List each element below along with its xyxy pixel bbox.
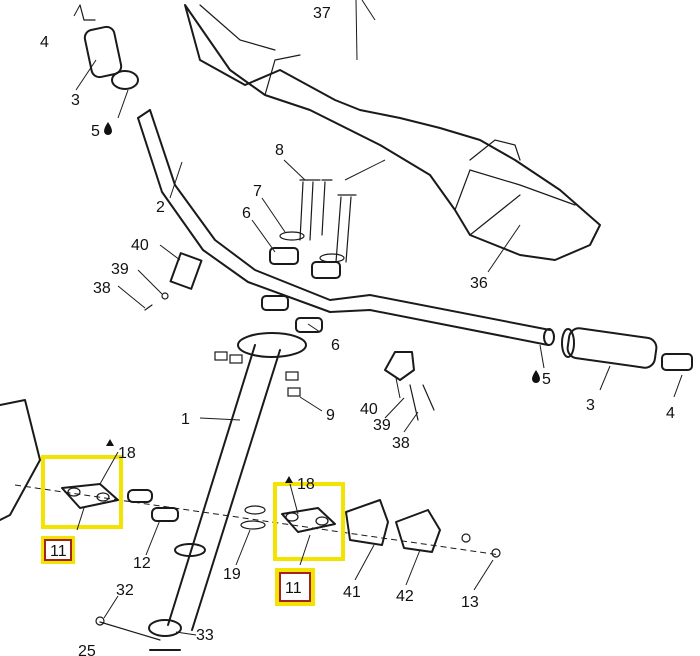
callout-39: 39 [373,417,391,434]
clamp-blocks [261,179,357,333]
callout-25: 25 [78,643,96,656]
callout-19: 19 [223,566,241,583]
grease-drop-icon [104,122,112,135]
label-box-right [279,572,311,602]
callout-9: 9 [326,407,335,424]
callout-36: 36 [470,275,488,292]
steering-column [148,332,307,651]
highlight-box-right [273,482,345,561]
callout-5: 5 [542,371,551,388]
handlebar-tube [137,109,555,346]
callout-2: 2 [156,199,165,216]
right-grip [561,327,693,371]
fittings [144,252,301,397]
callout-18: 18 [297,476,315,493]
left-grip [79,4,139,90]
torque-triangle-icon [106,439,114,446]
callout-7: 7 [253,183,262,200]
label-box-left [44,539,72,561]
grease-drop-icon [532,370,540,383]
callout-38: 38 [392,435,410,452]
label-highlight-right [275,568,315,606]
callout-1: 1 [181,411,190,428]
callout-32: 32 [116,582,134,599]
handlebar-cover [184,4,601,261]
highlight-box-left [41,455,123,529]
callout-39: 39 [111,261,129,278]
callout-40: 40 [131,237,149,254]
callout-41: 41 [343,584,361,601]
callout-5: 5 [91,123,100,140]
torque-triangle-icon [285,476,293,483]
callout-12: 12 [133,555,151,572]
callout-4: 4 [666,405,675,422]
callout-11: 11 [285,580,302,597]
callout-38: 38 [93,280,111,297]
leader-lines [73,0,683,636]
clamp-11-right [281,507,336,533]
callout-33: 33 [196,627,214,644]
callout-6: 6 [242,205,251,222]
clamp-11-left [61,483,119,509]
callout-6: 6 [331,337,340,354]
callout-3: 3 [586,397,595,414]
label-highlight-left [41,536,75,564]
callout-11: 11 [50,543,67,560]
lower-shaft [0,399,501,641]
callout-18: 18 [118,445,136,462]
callout-40: 40 [360,401,378,418]
callout-42: 42 [396,588,414,605]
callout-13: 13 [461,594,479,611]
callout-3: 3 [71,92,80,109]
callout-4: 4 [40,34,49,51]
callout-37: 37 [313,5,331,22]
callout-8: 8 [275,142,284,159]
